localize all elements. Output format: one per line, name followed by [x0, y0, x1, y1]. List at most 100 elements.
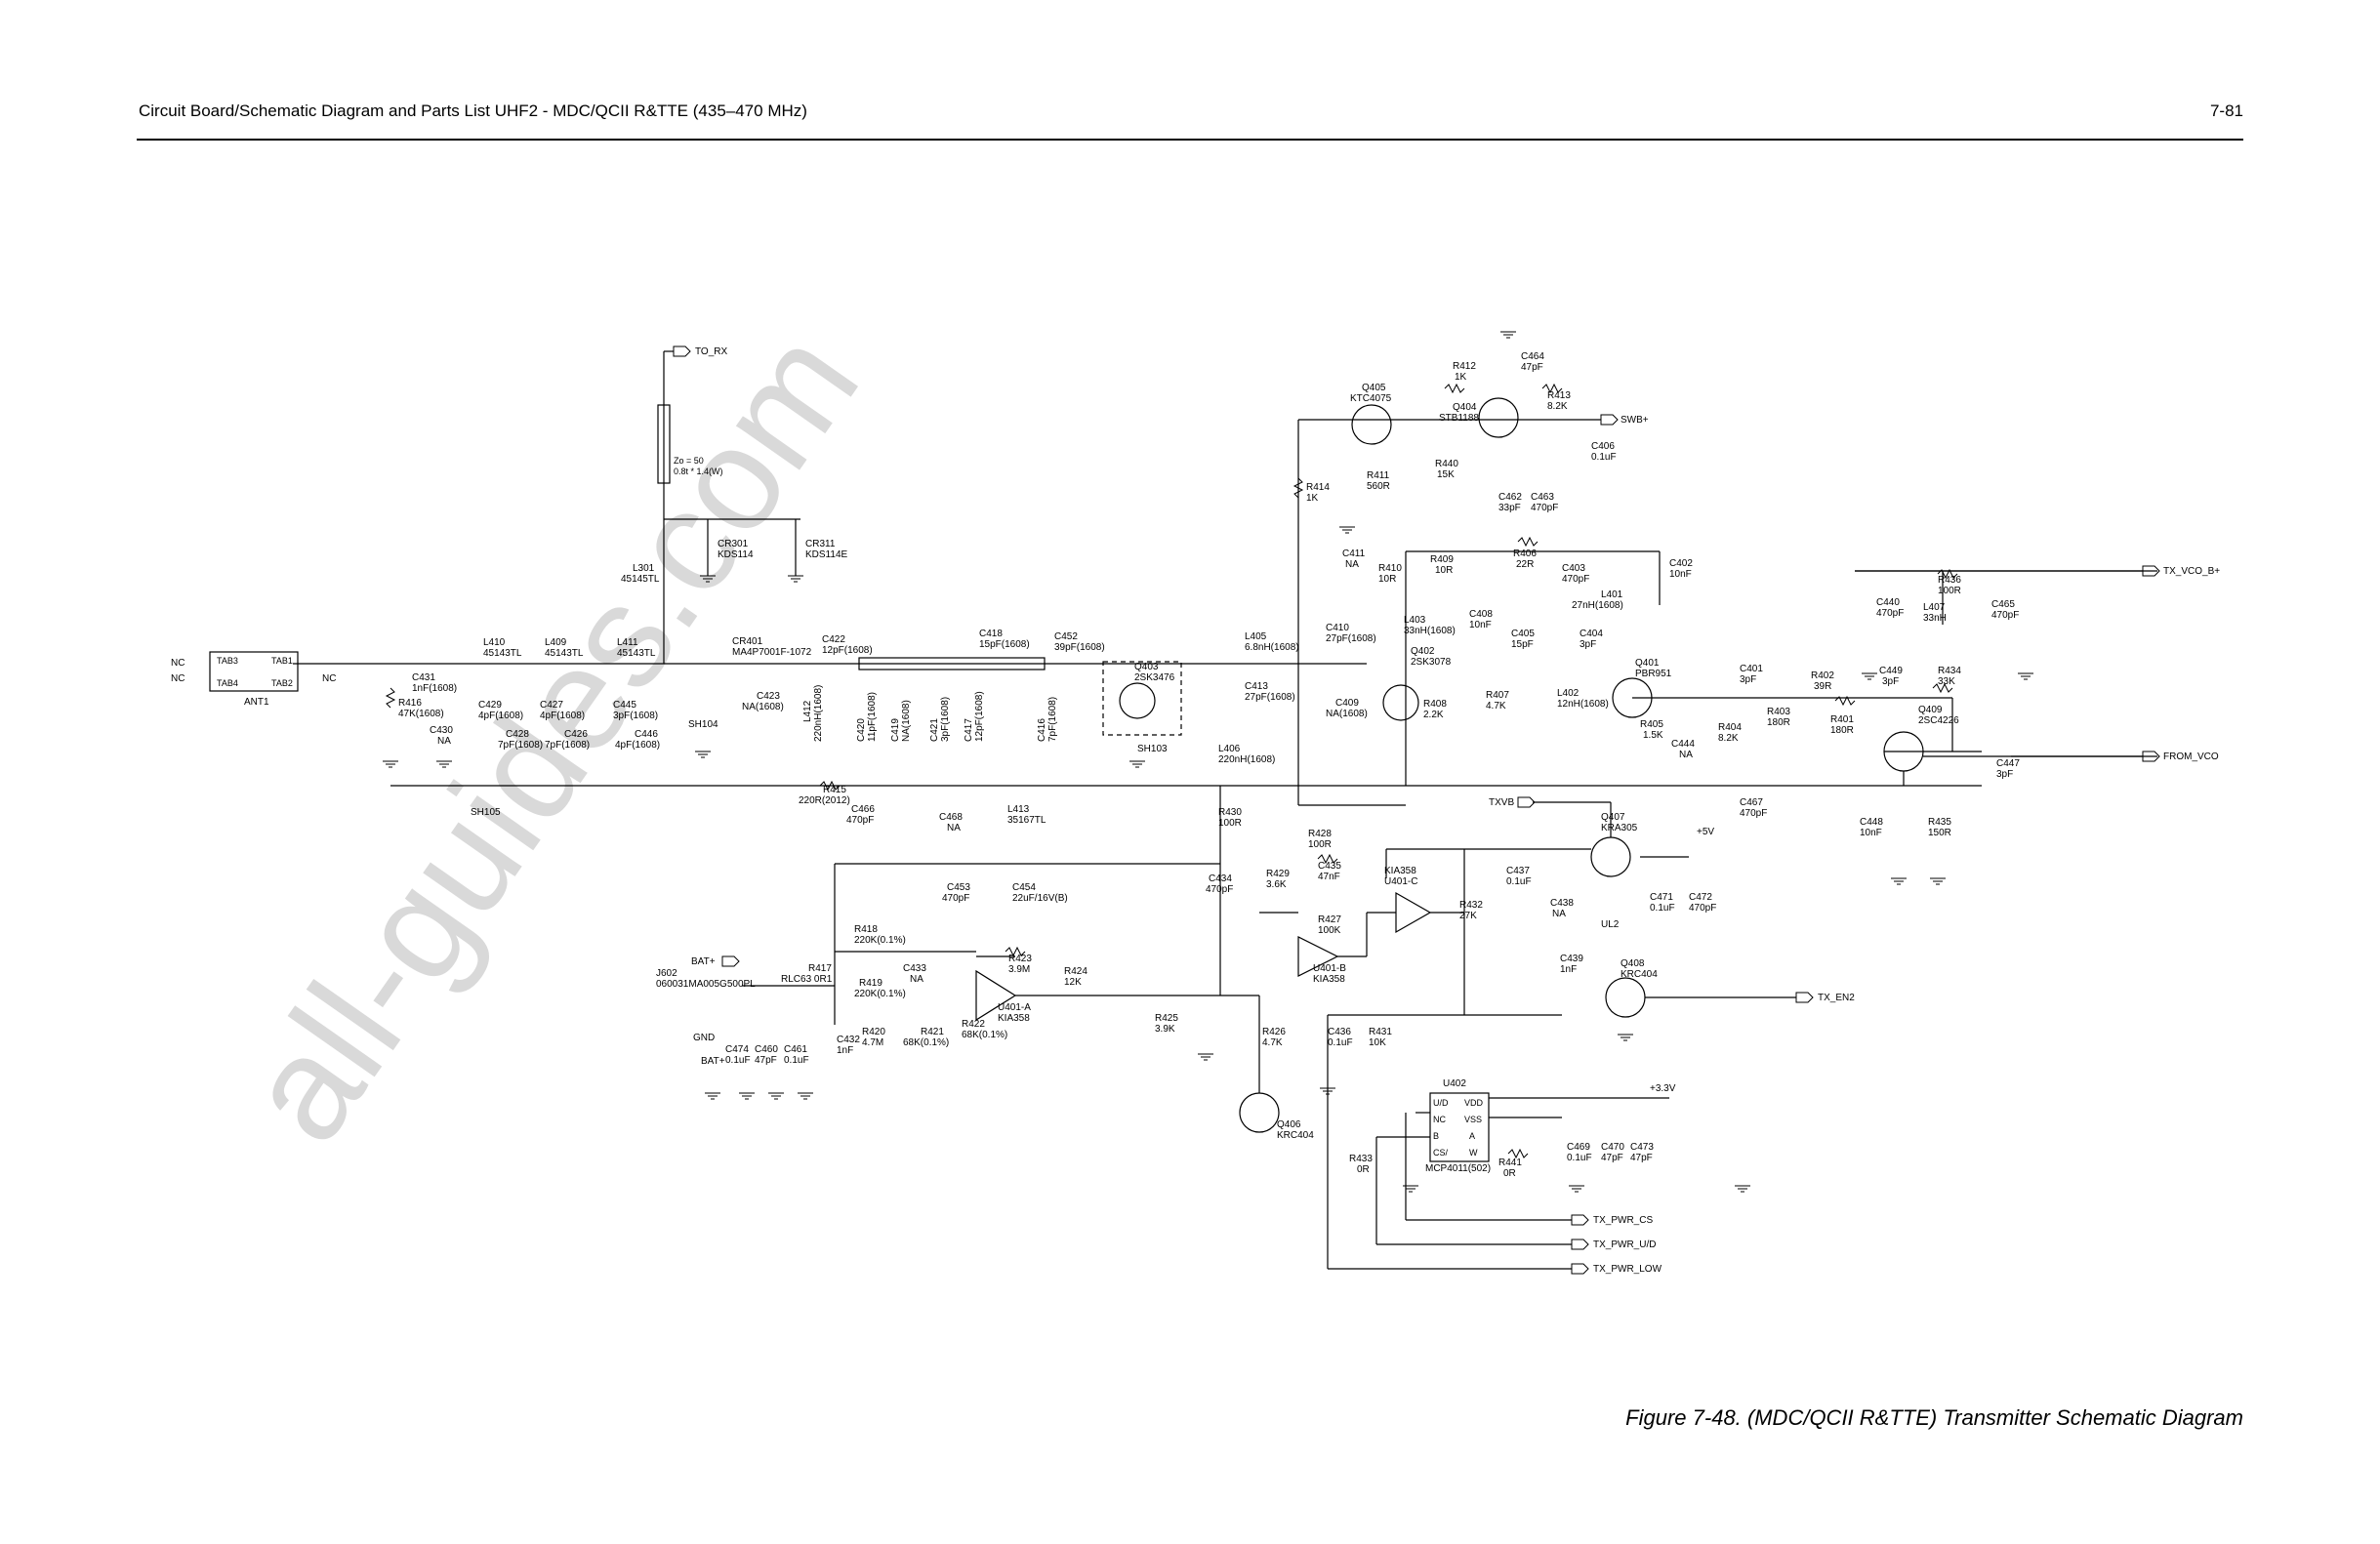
- svg-text:68K(0.1%): 68K(0.1%): [962, 1030, 1007, 1040]
- svg-text:R441: R441: [1498, 1158, 1522, 1168]
- antenna-label: ANT1: [244, 697, 269, 708]
- svg-text:L410: L410: [483, 637, 506, 648]
- svg-text:27pF(1608): 27pF(1608): [1245, 692, 1295, 703]
- svg-text:100R: 100R: [1218, 818, 1242, 829]
- svg-text:10nF: 10nF: [1860, 828, 1882, 838]
- svg-text:KIA358: KIA358: [1313, 974, 1345, 985]
- svg-text:C428: C428: [506, 729, 529, 740]
- svg-text:MA4P7001F-1072: MA4P7001F-1072: [732, 647, 812, 658]
- svg-text:Q404: Q404: [1453, 402, 1477, 413]
- svg-text:0.1uF: 0.1uF: [725, 1055, 751, 1066]
- svg-text:Q403: Q403: [1134, 662, 1159, 672]
- svg-text:R408: R408: [1423, 699, 1447, 710]
- svg-text:CR401: CR401: [732, 636, 763, 647]
- svg-text:C448: C448: [1860, 817, 1883, 828]
- svg-text:R417: R417: [808, 963, 832, 974]
- nc-label: NC: [171, 673, 185, 684]
- svg-text:R404: R404: [1718, 722, 1742, 733]
- port-swb: SWB+: [1621, 415, 1649, 426]
- svg-text:1nF: 1nF: [1560, 964, 1577, 975]
- svg-text:L406: L406: [1218, 744, 1241, 754]
- svg-text:100K: 100K: [1318, 925, 1341, 936]
- svg-text:L301: L301: [633, 563, 655, 574]
- svg-text:1.5K: 1.5K: [1643, 730, 1663, 741]
- svg-text:KRA305: KRA305: [1601, 823, 1638, 833]
- resistor-symbols: [385, 383, 1958, 1159]
- svg-text:C474: C474: [725, 1044, 749, 1055]
- u402-pin: VSS: [1464, 1115, 1482, 1124]
- svg-text:45143TL: 45143TL: [483, 648, 522, 659]
- svg-text:10nF: 10nF: [1469, 620, 1492, 630]
- svg-text:560R: 560R: [1367, 481, 1390, 492]
- svg-text:C420: C420: [856, 718, 867, 742]
- svg-text:3pF: 3pF: [1882, 676, 1899, 687]
- svg-text:Q406: Q406: [1277, 1119, 1301, 1130]
- svg-text:C409: C409: [1335, 698, 1359, 709]
- svg-text:47nF: 47nF: [1318, 872, 1340, 882]
- svg-text:C405: C405: [1511, 629, 1535, 639]
- j602-pin-bat: BAT+: [701, 1056, 725, 1067]
- u402-pin: CS/: [1433, 1148, 1449, 1158]
- svg-text:C439: C439: [1560, 954, 1583, 964]
- svg-text:R425: R425: [1155, 1013, 1178, 1024]
- svg-text:R430: R430: [1218, 807, 1242, 818]
- svg-text:2SK3476: 2SK3476: [1134, 672, 1175, 683]
- svg-text:R432: R432: [1459, 900, 1483, 911]
- svg-text:C461: C461: [784, 1044, 807, 1055]
- svg-text:NA: NA: [1679, 750, 1693, 760]
- svg-text:22R: 22R: [1516, 559, 1534, 570]
- svg-text:C411: C411: [1342, 549, 1366, 559]
- svg-text:C431: C431: [412, 672, 435, 683]
- svg-text:C464: C464: [1521, 351, 1544, 362]
- svg-text:L403: L403: [1404, 615, 1426, 626]
- svg-text:C435: C435: [1318, 861, 1341, 872]
- tab-label: TAB1: [271, 656, 293, 666]
- svg-text:4.7K: 4.7K: [1262, 1037, 1283, 1048]
- svg-text:C422: C422: [822, 634, 845, 645]
- svg-text:10R: 10R: [1435, 565, 1453, 576]
- svg-text:NA: NA: [910, 974, 923, 985]
- svg-text:15pF: 15pF: [1511, 639, 1534, 650]
- svg-text:0.1uF: 0.1uF: [784, 1055, 809, 1066]
- svg-text:45143TL: 45143TL: [545, 648, 584, 659]
- svg-text:3pF: 3pF: [1996, 769, 2013, 780]
- svg-text:27K: 27K: [1459, 911, 1477, 921]
- svg-text:47pF: 47pF: [1630, 1153, 1653, 1163]
- svg-text:NA(1608): NA(1608): [1326, 709, 1368, 719]
- svg-text:0.1uF: 0.1uF: [1567, 1153, 1592, 1163]
- svg-text:Q405: Q405: [1362, 383, 1386, 393]
- svg-text:100R: 100R: [1938, 586, 1961, 596]
- svg-text:4pF(1608): 4pF(1608): [615, 740, 660, 751]
- u402-pin: B: [1433, 1131, 1439, 1141]
- page-number: 7-81: [2209, 102, 2243, 120]
- svg-text:R436: R436: [1938, 575, 1961, 586]
- svg-text:L401: L401: [1601, 589, 1623, 600]
- u402-pin: A: [1469, 1131, 1475, 1141]
- svg-text:0.1uF: 0.1uF: [1650, 903, 1675, 914]
- rail-5v: +5V: [1697, 827, 1714, 837]
- svg-text:R419: R419: [859, 978, 882, 989]
- svg-text:470pF: 470pF: [1689, 903, 1716, 914]
- svg-text:Q408: Q408: [1621, 958, 1645, 969]
- svg-text:L411: L411: [617, 637, 638, 648]
- svg-text:C438: C438: [1550, 898, 1574, 909]
- svg-text:KRC404: KRC404: [1277, 1130, 1314, 1141]
- svg-text:C416: C416: [1037, 718, 1047, 742]
- svg-text:R421: R421: [921, 1027, 944, 1037]
- port-txvb: TXVB: [1489, 797, 1514, 808]
- svg-text:R423: R423: [1008, 954, 1032, 964]
- svg-text:7pF(1608): 7pF(1608): [1047, 697, 1058, 742]
- svg-text:KIA358: KIA358: [1384, 866, 1416, 876]
- port-tx-pwr-low: TX_PWR_LOW: [1593, 1264, 1662, 1275]
- svg-text:C433: C433: [903, 963, 926, 974]
- svg-text:2.2K: 2.2K: [1423, 710, 1444, 720]
- svg-text:R410: R410: [1378, 563, 1402, 574]
- svg-text:PBR951: PBR951: [1635, 669, 1672, 679]
- svg-text:R416: R416: [398, 698, 422, 709]
- svg-text:C426: C426: [564, 729, 588, 740]
- svg-text:C421: C421: [929, 718, 940, 742]
- svg-text:3pF(1608): 3pF(1608): [940, 697, 951, 742]
- svg-text:C460: C460: [755, 1044, 778, 1055]
- svg-text:470pF: 470pF: [1531, 503, 1558, 513]
